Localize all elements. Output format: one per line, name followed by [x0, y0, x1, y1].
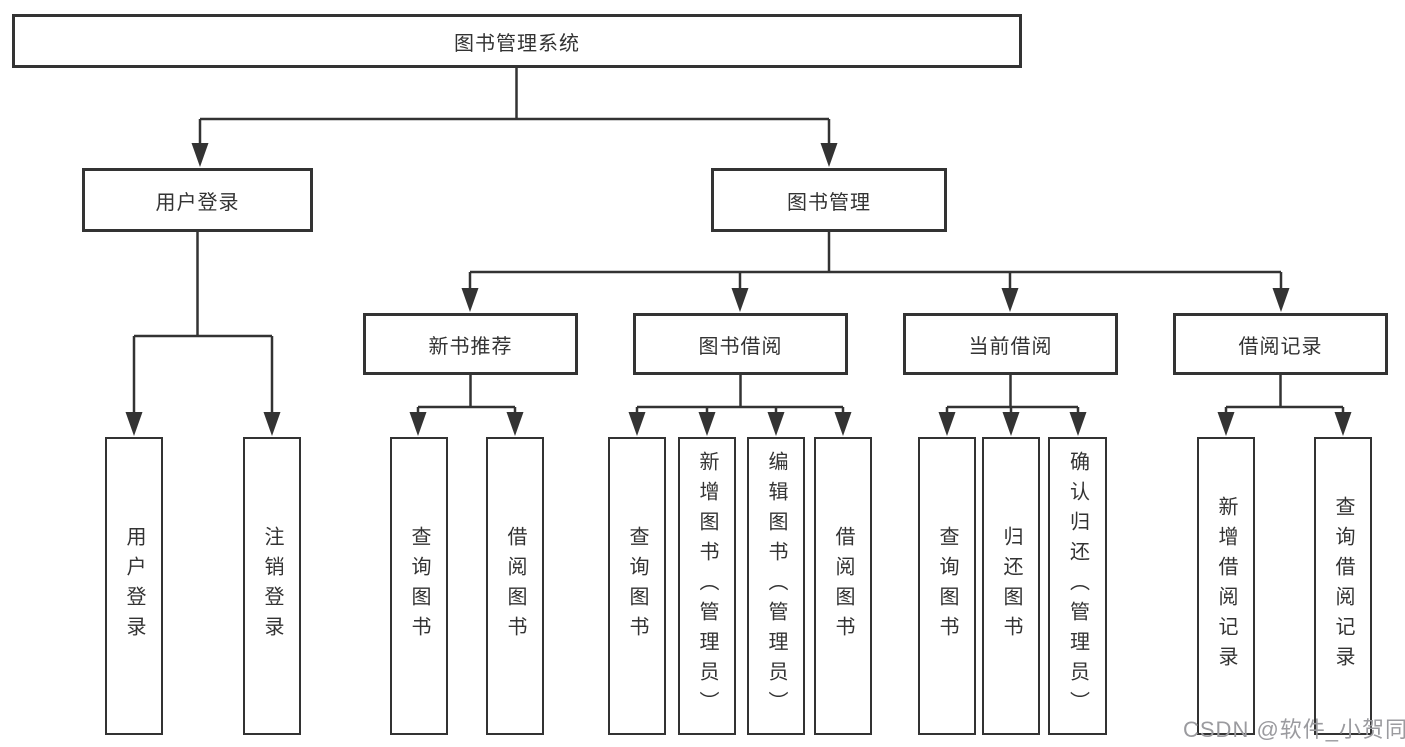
node-current-borrowing: 当前借阅	[903, 313, 1118, 375]
leaf-query-books-current: 查询图书	[918, 437, 976, 735]
connector-paths	[132, 68, 1345, 414]
arrow-down-icon	[1217, 412, 1235, 436]
current-borrowing-connector-line	[945, 375, 1080, 414]
leaf-borrow-books-borrowing: 借阅图书	[814, 437, 872, 735]
node-root-system: 图书管理系统	[12, 14, 1022, 68]
arrow-down-icon	[698, 412, 716, 436]
node-book-borrowing: 图书借阅	[633, 313, 848, 375]
arrow-down-icon	[1069, 412, 1087, 436]
node-new-book-recommend: 新书推荐	[363, 313, 578, 375]
arrow-down-icon	[820, 143, 838, 167]
arrow-down-icon	[191, 143, 209, 167]
new-book-recommend-connector-line	[416, 375, 517, 414]
arrowhead-icons	[125, 143, 1352, 436]
arrow-down-icon	[628, 412, 646, 436]
leaf-query-books-borrowing: 查询图书	[608, 437, 666, 735]
leaf-query-borrow-record: 查询借阅记录	[1314, 437, 1372, 735]
csdn-watermark: CSDN @软件_小贺同学	[1183, 717, 1405, 742]
leaf-logout: 注销登录	[243, 437, 301, 735]
root-connector-line	[198, 68, 831, 145]
node-user-login: 用户登录	[82, 168, 313, 232]
node-borrow-records: 借阅记录	[1173, 313, 1388, 375]
arrow-down-icon	[461, 288, 479, 312]
leaf-query-books-recommend: 查询图书	[390, 437, 448, 735]
arrow-down-icon	[767, 412, 785, 436]
leaf-borrow-books-recommend: 借阅图书	[486, 437, 544, 735]
arrow-down-icon	[731, 288, 749, 312]
book-management-connector-line	[468, 232, 1283, 290]
arrow-down-icon	[1002, 412, 1020, 436]
arrow-down-icon	[834, 412, 852, 436]
leaf-return-books: 归还图书	[982, 437, 1040, 735]
arrow-down-icon	[263, 412, 281, 436]
arrow-down-icon	[938, 412, 956, 436]
leaf-edit-books-admin: 编辑图书（管理员）	[747, 437, 805, 735]
leaf-add-books-admin: 新增图书（管理员）	[678, 437, 736, 735]
borrow-records-connector-line	[1224, 375, 1345, 414]
arrow-down-icon	[1001, 288, 1019, 312]
user-login-connector-line	[132, 232, 274, 414]
arrow-down-icon	[1334, 412, 1352, 436]
leaf-user-login: 用户登录	[105, 437, 163, 735]
leaf-confirm-return-admin: 确认归还（管理员）	[1048, 437, 1107, 735]
arrow-down-icon	[506, 412, 524, 436]
arrow-down-icon	[1272, 288, 1290, 312]
arrow-down-icon	[125, 412, 143, 436]
book-borrowing-connector-line	[635, 375, 845, 414]
node-book-management: 图书管理	[711, 168, 947, 232]
arrow-down-icon	[409, 412, 427, 436]
leaf-add-borrow-record: 新增借阅记录	[1197, 437, 1255, 735]
